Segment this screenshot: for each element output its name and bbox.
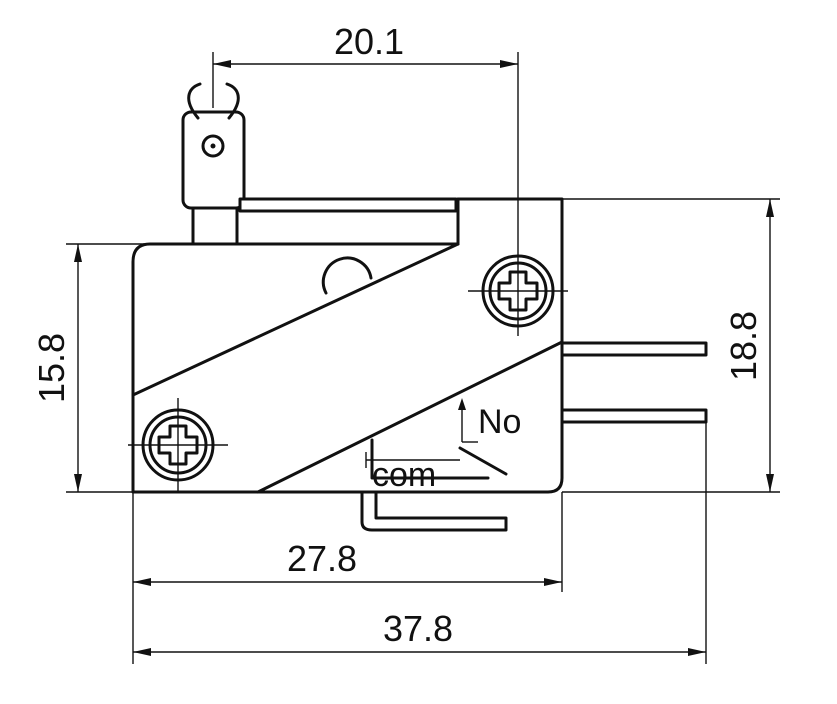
dimension-top-width-label: 20.1 (334, 21, 404, 62)
label-com: com (372, 456, 436, 494)
dimension-left-height-label: 15.8 (31, 333, 72, 403)
dimension-left-height: 15.8 (31, 243, 150, 493)
dimension-right-height-label: 18.8 (723, 311, 764, 381)
label-no-group: No (458, 398, 521, 443)
terminal-no (560, 408, 708, 424)
dimension-body-width: 27.8 (132, 492, 563, 664)
screw-bottom-left (128, 398, 228, 493)
dimension-overall-width: 37.8 (133, 422, 707, 664)
switch-body (131, 197, 564, 494)
terminal-com (360, 490, 508, 532)
label-no: No (478, 403, 521, 441)
dimension-overall-width-label: 37.8 (383, 608, 453, 649)
label-com-group: com (365, 452, 460, 494)
dimension-right-height: 18.8 (562, 198, 780, 493)
roller-lever (181, 82, 458, 251)
dimension-top-width: 20.1 (212, 21, 519, 200)
dimension-body-width-label: 27.8 (287, 538, 357, 579)
terminal-nc (560, 341, 708, 357)
screw-top-right (468, 200, 568, 336)
